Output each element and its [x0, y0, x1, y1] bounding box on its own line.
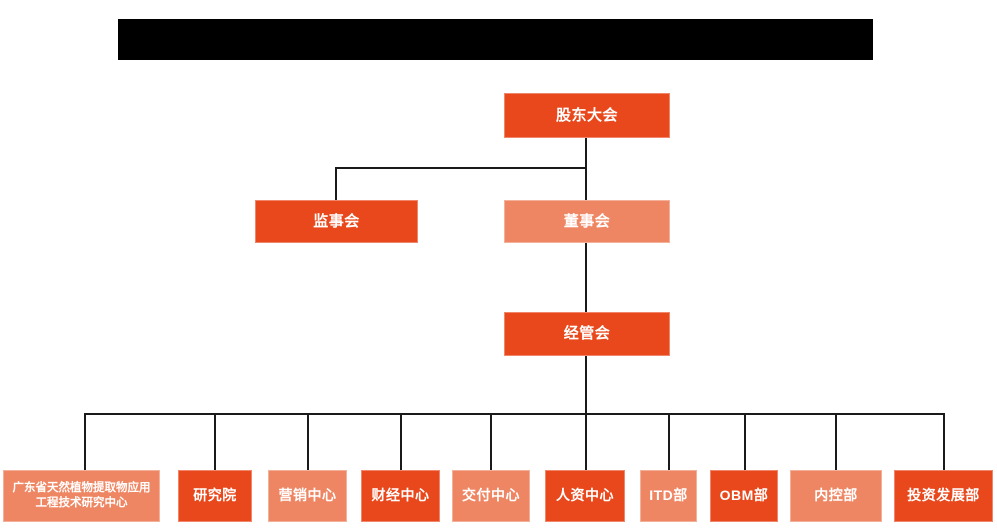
connector-drop-1: [84, 413, 86, 470]
node-department-investment-development[interactable]: 投资发展部: [894, 470, 993, 522]
connector-department-bus: [84, 413, 944, 415]
node-label: 广东省天然植物提取物应用工程技术研究中心: [12, 482, 151, 509]
node-label: 人资中心: [556, 487, 614, 504]
connector-drop-9: [835, 413, 837, 470]
node-department-research-center[interactable]: 广东省天然植物提取物应用工程技术研究中心: [3, 470, 160, 522]
connector-l1-bus: [335, 167, 587, 169]
connector-drop-10: [943, 413, 945, 470]
redacted-title-bar: [118, 19, 873, 60]
node-label: 交付中心: [462, 487, 520, 504]
node-department-hr-center[interactable]: 人资中心: [545, 470, 625, 522]
connector-to-supervisors: [335, 167, 337, 201]
node-label: 股东大会: [555, 106, 618, 124]
node-department-finance-center[interactable]: 财经中心: [361, 470, 440, 522]
node-shareholders-meeting[interactable]: 股东大会: [504, 93, 670, 138]
node-department-itd[interactable]: ITD部: [640, 470, 697, 522]
node-department-delivery-center[interactable]: 交付中心: [452, 470, 530, 522]
connector-drop-5: [490, 413, 492, 470]
node-label: 营销中心: [278, 487, 337, 504]
connector-l1-stem: [585, 138, 587, 169]
connector-drop-4: [400, 413, 402, 470]
node-department-institute[interactable]: 研究院: [178, 470, 252, 522]
connector-drop-3: [307, 413, 309, 470]
connector-drop-7: [668, 413, 670, 470]
connector-management-stem: [585, 356, 587, 414]
connector-drop-8: [744, 413, 746, 470]
node-board-of-supervisors[interactable]: 监事会: [255, 200, 418, 243]
connector-drop-6: [585, 413, 587, 470]
node-label: OBM部: [719, 487, 769, 504]
node-label: 投资发展部: [907, 487, 980, 504]
node-department-internal-control[interactable]: 内控部: [790, 470, 882, 522]
node-department-marketing-center[interactable]: 营销中心: [268, 470, 347, 522]
node-board-of-directors[interactable]: 董事会: [504, 200, 670, 243]
node-department-obm[interactable]: OBM部: [710, 470, 778, 522]
node-label: 财经中心: [371, 487, 430, 504]
connector-drop-2: [214, 413, 216, 470]
connector-to-directors: [585, 167, 587, 201]
node-management-committee[interactable]: 经管会: [504, 312, 670, 356]
node-label: 经管会: [563, 325, 611, 343]
node-label: 研究院: [193, 487, 237, 504]
node-label: 监事会: [313, 212, 360, 230]
node-label: 董事会: [563, 212, 611, 230]
node-label: 内控部: [814, 487, 858, 504]
node-label: ITD部: [649, 487, 688, 504]
connector-directors-to-management: [585, 243, 587, 313]
